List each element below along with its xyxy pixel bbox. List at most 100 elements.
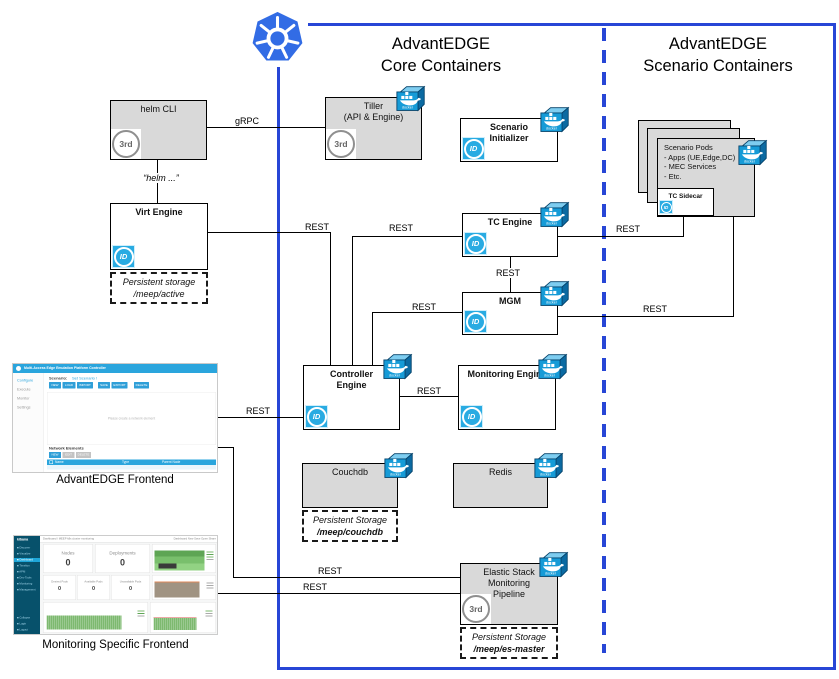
svg-text:docker: docker [546,127,558,131]
docker-icon: docker [538,352,568,382]
core-title-line2: Core Containers [380,57,502,75]
metric-label: Unavailable Pods [119,580,142,584]
checkbox-icon [49,460,53,464]
sidebar-item: ■ Logout [17,628,28,632]
node-tc-sidecar: TC Sidecar ID [657,188,714,216]
sidebar-item: ■ Timelion [17,564,30,568]
node-tiller: Tiller (API & Engine) 3rd [325,97,422,160]
svg-text:docker: docker [402,106,414,110]
core-containers-title: AdvantEDGE Core Containers [316,33,566,77]
node-sublabel: Engine [336,380,367,390]
node-couchdb: Couchdb [302,463,398,508]
kubernetes-icon [250,9,305,63]
node-sublabel: Pipeline [492,589,526,599]
chart-panel-green-bars-right [150,602,216,633]
svg-text:docker: docker [389,374,401,378]
id-badge: ID [464,310,487,333]
kibana-topbar: Dashboard / MEEP k8s cluster monitoring … [40,536,217,543]
sidebar-item-active: ■ Dashboard [14,558,40,562]
frontend-titlebar: Multi-Access Edge Emulation Platform Con… [13,364,217,373]
edge-label-rest: REST [414,386,444,396]
metric-panel-desired-pods: Desired Pods 0 [43,575,76,600]
scenario-containers-title: AdvantEDGE Scenario Containers [610,33,826,77]
chart-panel-green-bars-left [43,602,148,633]
frontend-nav-execute: Execute [17,387,31,392]
sidebar-item: ■ Monitoring [17,582,33,586]
metric-label: Available Pods [84,580,103,584]
third-party-badge: 3rd [111,129,141,159]
id-badge: ID [460,405,483,428]
couchdb-persistent-storage: Persistent Storage /meep/couchdb [302,510,398,542]
connector-line [733,217,734,317]
connector-line [372,312,462,313]
connector-line [399,396,459,397]
node-label: MGM [499,296,521,306]
scenario-title-line2: Scenario Containers [643,57,793,75]
monitoring-caption: Monitoring Specific Frontend [42,639,189,651]
metric-label: Nodes [61,550,75,556]
scenario-pods-text: Scenario Pods - Apps (UE,Edge,DC) - MEC … [658,139,754,181]
edge-label-rest: REST [302,222,332,232]
edge-label-rest: REST [493,268,523,278]
svg-text:docker: docker [540,473,552,477]
sidebar-item: ■ APM [17,570,26,574]
connector-line [372,312,373,365]
chart-legend [137,610,145,617]
storage-path: /meep/couchdb [316,527,383,537]
docker-icon: docker [540,200,570,230]
frontend-delete-button: DELETE [134,382,149,389]
connector-line [218,593,461,594]
frontend-save-button: SAVE [98,382,110,389]
chart-legend [205,610,213,617]
svg-text:docker: docker [546,222,558,226]
edge-label-rest: REST [386,223,416,233]
node-redis: Redis [453,463,548,508]
docker-icon: docker [396,84,426,114]
frontend-export-button: EXPORT [111,382,128,389]
frontend-sidebar: Configure Execute Monitor Settings [13,373,44,472]
edge-label-helm-cmd: “helm ...” [141,173,181,183]
chart-tooltip [158,563,177,569]
bar-area-chart [153,617,197,630]
frontend-scenario-label: Scenario: [49,376,68,381]
id-badge: ID [659,200,673,214]
edge-label-rest: REST [613,224,643,234]
sidebar-item: ■ Management [17,588,36,592]
sidebar-item: ■ Login [17,622,27,626]
frontend-canvas-area: Please create a network element [47,392,216,445]
frontend-caption: AdvantEDGE Frontend [56,474,174,486]
breadcrumb: Dashboard / MEEP k8s cluster monitoring [43,537,94,541]
connector-line [557,316,733,317]
frontend-nav-settings: Settings [17,405,31,410]
connector-line [218,417,304,418]
frontend-ne-edit-button: EDIT [62,452,75,458]
metric-label: Deployments [109,550,136,556]
metric-panel-available-pods: Available Pods 0 [77,575,110,600]
core-scenario-divider [602,28,606,653]
node-label: helm CLI [140,104,177,114]
sidebar-item: ■ Dev Tools [17,576,32,580]
monitoring-ui: kibana ■ Discover ■ Visualize ■ Dashboar… [14,536,217,634]
docker-icon: docker [383,352,413,382]
docker-icon: docker [738,138,768,168]
node-scenario-initializer: Scenario Initializer ID [460,118,558,162]
connector-line [233,447,234,578]
frontend-ne-delete-button: DELETE [76,452,91,458]
svg-text:docker: docker [545,572,557,576]
kibana-sidebar: kibana ■ Discover ■ Visualize ■ Dashboar… [14,536,40,634]
monitoring-frontend-screenshot: kibana ■ Discover ■ Visualize ■ Dashboar… [13,535,218,635]
connector-line [207,232,331,233]
chart-legend [206,551,214,560]
frontend-empty-message: Please create a network element [107,416,156,421]
metric-label: Desired Pods [51,580,68,584]
node-sublabel: Monitoring [487,578,531,588]
metric-panel-nodes: Nodes 0 [43,544,93,573]
chart-legend [206,582,214,589]
third-party-badge: 3rd [326,129,356,159]
metric-value: 0 [57,585,62,592]
frontend-nav-monitor: Monitor [17,396,30,401]
node-label: Elastic Stack [483,567,535,577]
connector-line [352,236,353,365]
kibana-logo: kibana [17,538,29,542]
docker-icon: docker [540,279,570,309]
